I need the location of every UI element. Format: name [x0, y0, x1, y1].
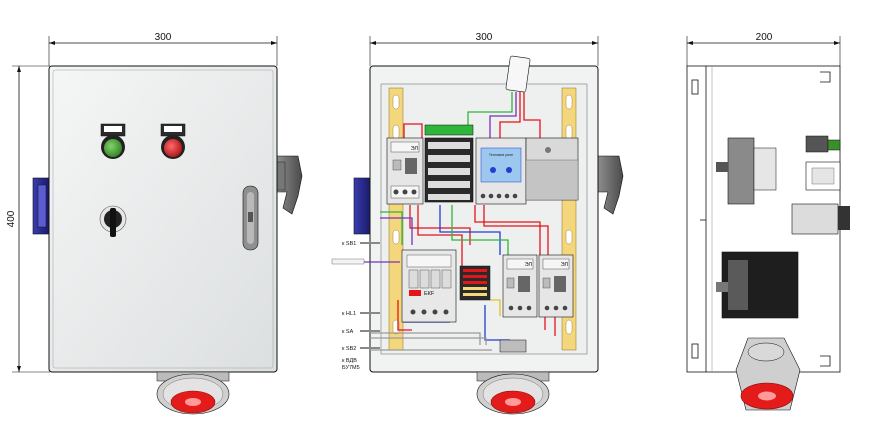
interior-right-bracket — [597, 155, 624, 215]
side-depth-dimension: 200 — [686, 32, 841, 66]
green-indicator — [100, 123, 126, 159]
side-switch — [791, 203, 850, 235]
bottom-cable-gland — [499, 339, 527, 353]
side-depth-label: 200 — [756, 32, 773, 43]
terminal-label-hl1: к HL1 — [342, 311, 356, 317]
interior-view: 300 — [331, 32, 624, 415]
middle-terminal-block — [459, 265, 491, 301]
terminal-label-code: БУ7М5 — [342, 365, 360, 371]
upper-terminal-block — [424, 124, 474, 203]
side-socket — [735, 337, 801, 411]
front-view: 300 400 — [6, 32, 303, 415]
side-relay-upper — [716, 137, 777, 205]
interior-width-dimension: 300 — [369, 32, 599, 66]
side-contactor — [716, 251, 799, 319]
interior-width-label: 300 — [476, 32, 493, 43]
thermal-relay-right-2: ЭЛ — [538, 254, 574, 318]
right-bracket — [276, 155, 303, 215]
interior-left-hinge — [353, 177, 371, 235]
relay-brand-right-2: ЭЛ — [561, 262, 569, 268]
terminal-label-sa: к SA — [342, 329, 354, 335]
front-socket — [156, 371, 230, 415]
main-contactor: ЕКF — [401, 249, 457, 323]
contactor-brand: ЕКF — [424, 291, 435, 297]
red-indicator — [160, 123, 186, 159]
relay-brand-upper: ЭЛ — [411, 146, 419, 152]
control-relay-blue: Тепловое реле — [475, 137, 527, 205]
interior-socket — [476, 371, 550, 415]
rotary-switch — [99, 205, 127, 237]
terminal-label-sb1: к SB1 — [342, 241, 356, 247]
upper-thermal-relay: ЭЛ — [386, 137, 424, 205]
external-terminals: к SB1 к HL1 к SA к SB2 к ВДВ БУ7М5 — [331, 241, 380, 371]
side-view: 200 — [686, 32, 850, 411]
front-width-label: 300 — [155, 32, 172, 43]
front-height-label: 400 — [6, 210, 17, 227]
door-handle — [242, 185, 259, 251]
side-indicator — [805, 135, 841, 191]
power-module — [525, 137, 579, 201]
relay-brand-right-1: ЭЛ — [525, 262, 533, 268]
front-height-dimension: 400 — [6, 65, 50, 373]
cable-gland-top — [505, 55, 531, 93]
terminal-label-vdv: к ВДВ — [342, 358, 357, 364]
terminal-label-sb2: к SB2 — [342, 346, 356, 352]
left-hinge — [32, 177, 50, 235]
front-width-dimension: 300 — [48, 32, 278, 66]
module-caption: Тепловое реле — [489, 153, 513, 157]
wiring — [360, 92, 556, 351]
thermal-relay-right-1: ЭЛ — [502, 254, 538, 318]
